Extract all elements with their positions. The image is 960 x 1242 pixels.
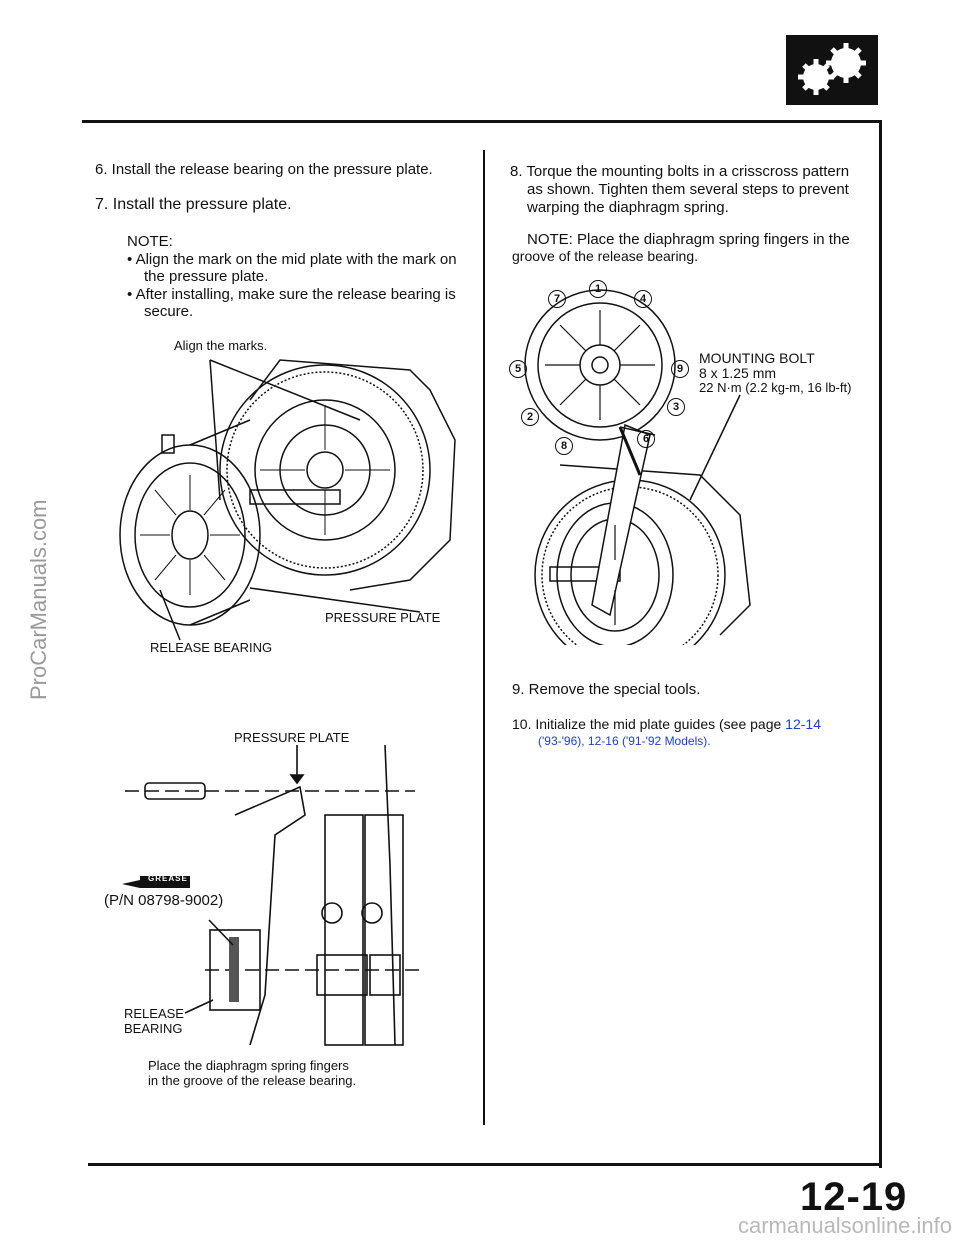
step-6: 6. Install the release bearing on the pr… (95, 161, 433, 178)
step-9: 9. Remove the special tools. (512, 681, 701, 698)
note-right-line-2: groove of the release bearing. (512, 248, 699, 264)
note-right-line-1: NOTE: Place the diaphragm spring fingers… (527, 231, 850, 248)
column-divider (483, 150, 485, 1125)
side-watermark: ProCarManuals.com (26, 499, 51, 700)
bolt-1: 1 (589, 280, 607, 298)
note-label: NOTE: (127, 233, 173, 250)
bolt-8: 8 (555, 437, 573, 455)
bolt-2: 2 (521, 408, 539, 426)
grease-part-number: (P/N 08798-9002) (104, 892, 224, 909)
note-2-line-1: • After installing, make sure the releas… (127, 286, 456, 303)
bolt-3: 3 (667, 398, 685, 416)
grease-label: GREASE (148, 874, 188, 883)
note-1-line-1: • Align the mark on the mid plate with t… (127, 251, 457, 268)
mounting-bolt-torque: 22 N·m (2.2 kg-m, 16 lb-ft) (699, 380, 852, 395)
bolt-4: 4 (634, 290, 652, 308)
torque-pattern-illustration (524, 289, 751, 645)
mounting-bolt-label: MOUNTING BOLT (699, 350, 815, 366)
step-7: 7. Install the pressure plate. (95, 196, 292, 213)
right-rule (879, 120, 882, 1168)
mounting-bolt-size: 8 x 1.25 mm (699, 365, 777, 381)
note-2-line-2: secure. (144, 303, 194, 320)
bottom-rule (88, 1163, 882, 1166)
top-rule (82, 120, 882, 123)
section-gear-icon (786, 35, 878, 105)
note-1-line-2: the pressure plate. (144, 268, 269, 285)
bolt-6: 6 (637, 430, 655, 448)
pressure-plate-label: PRESSURE PLATE (325, 610, 441, 625)
step-10-link-models[interactable]: ('93-'96), 12-16 ('91-'92 Models). (538, 734, 711, 748)
caption-line-1: Place the diaphragm spring fingers (148, 1058, 349, 1073)
page-number: 12-19 (800, 1175, 908, 1219)
pressure-plate-label-2: PRESSURE PLATE (234, 730, 350, 745)
step-8-line-3: warping the diaphragm spring. (527, 199, 729, 216)
bottom-watermark: carmanualsonline.info (737, 1213, 952, 1238)
step-10-link-page[interactable]: 12-14 (785, 716, 821, 732)
bolt-9: 9 (671, 360, 689, 378)
bolt-7: 7 (548, 290, 566, 308)
release-bearing-label: RELEASE BEARING (150, 640, 273, 655)
caption-line-2: in the groove of the release bearing. (148, 1073, 357, 1088)
grease-tube-icon (122, 870, 192, 890)
step-8-line-1: 8. Torque the mounting bolts in a crissc… (510, 163, 850, 180)
step-8-line-2: as shown. Tighten them several steps to … (527, 181, 849, 198)
cross-section-illustration (125, 745, 420, 1046)
release-label: RELEASE (124, 1006, 184, 1021)
align-marks-label: Align the marks. (174, 338, 268, 353)
bearing-label: BEARING (124, 1021, 183, 1036)
clutch-installation-illustration (119, 359, 456, 641)
step-10-text: 10. Initialize the mid plate guides (see… (512, 716, 786, 732)
bolt-5: 5 (509, 360, 527, 378)
